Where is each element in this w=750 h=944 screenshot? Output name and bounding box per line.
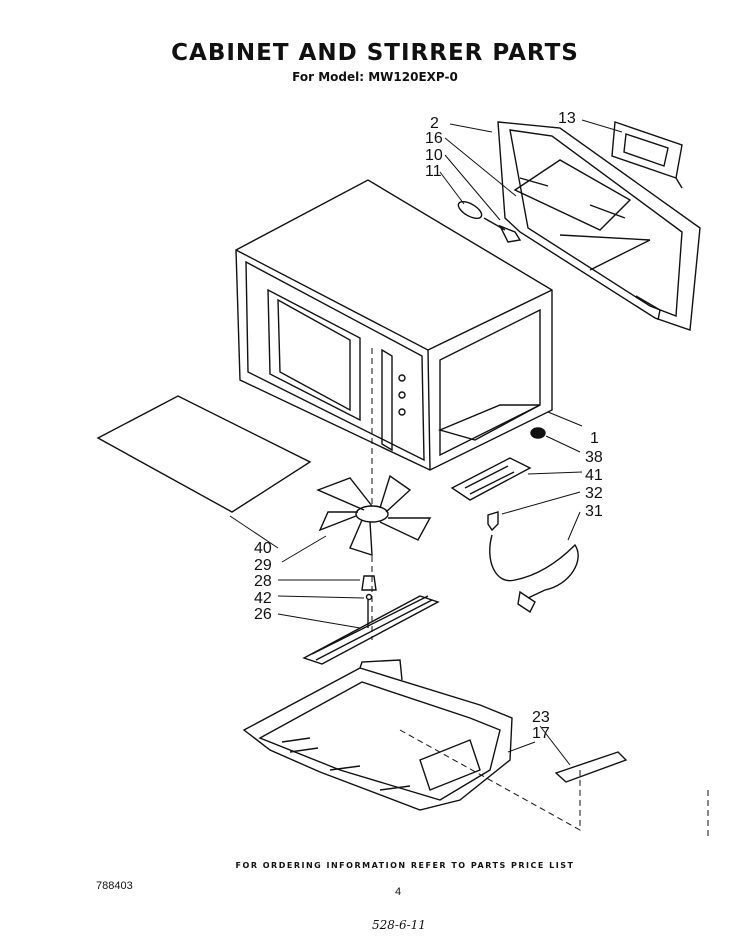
handwritten-note: 528-6-11 <box>372 918 426 932</box>
callout-labels: 2 16 10 11 13 1 38 41 32 31 40 29 28 42 … <box>254 110 603 742</box>
callout-13: 13 <box>558 110 576 127</box>
fan-hub-parts <box>361 575 377 601</box>
callout-23: 23 <box>532 709 550 726</box>
callout-1: 1 <box>590 430 599 447</box>
callout-11: 11 <box>425 163 442 180</box>
cabinet <box>235 179 553 471</box>
callout-42: 42 <box>254 590 272 607</box>
callout-26: 26 <box>254 606 272 623</box>
callout-40: 40 <box>254 540 272 557</box>
callout-2: 2 <box>430 115 439 132</box>
base-plate <box>242 659 513 811</box>
callout-41: 41 <box>585 467 603 484</box>
page-title: CABINET AND STIRRER PARTS <box>171 40 579 66</box>
back-panel <box>497 121 701 331</box>
lamp-socket-assembly <box>457 200 522 243</box>
cover-plate <box>611 121 683 189</box>
stirrer-support <box>302 595 440 665</box>
callout-10: 10 <box>425 147 443 164</box>
callout-17: 17 <box>532 725 550 742</box>
document-number: 788403 <box>96 880 133 892</box>
callout-31: 31 <box>585 503 603 520</box>
page-number: 4 <box>395 886 402 898</box>
power-cord <box>489 534 579 614</box>
small-bracket <box>554 751 628 783</box>
callout-29: 29 <box>254 557 272 574</box>
leader-lines <box>229 119 623 766</box>
callout-28: 28 <box>254 573 272 590</box>
callout-32: 32 <box>585 485 603 502</box>
dashed-assembly-lines <box>371 348 709 840</box>
glass-shelf <box>96 395 312 513</box>
callout-16: 16 <box>425 130 443 147</box>
model-subtitle: For Model: MW120EXP-0 <box>292 70 458 84</box>
foot <box>530 427 546 439</box>
callout-38: 38 <box>585 449 603 466</box>
bracket <box>450 457 532 501</box>
ordering-note: FOR ORDERING INFORMATION REFER TO PARTS … <box>235 861 575 870</box>
screw <box>487 511 499 532</box>
stirrer-fan <box>316 474 432 556</box>
